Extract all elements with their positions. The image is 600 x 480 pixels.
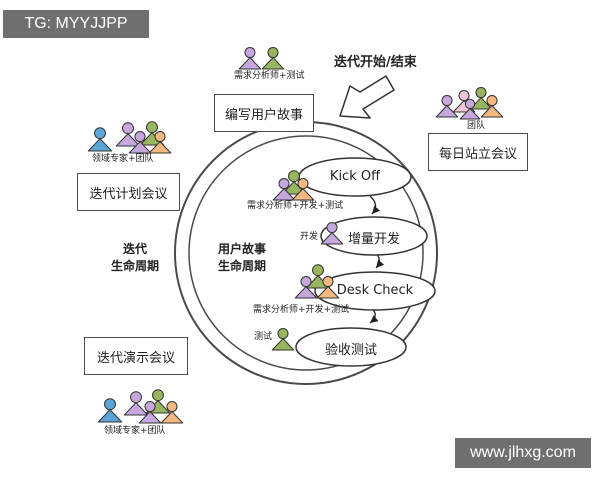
people-icons: [87, 47, 504, 424]
person-icon: [148, 131, 172, 154]
standup-people-label: 团队: [467, 121, 486, 131]
person-icon: [87, 127, 113, 152]
person-icon: [271, 328, 295, 351]
story-lifecycle-line2: 生命周期: [217, 259, 266, 274]
demo-people-label: 领域专家+团队: [104, 426, 166, 436]
person-icon: [291, 178, 315, 201]
step-deskcheck-label: Desk Check: [336, 283, 414, 298]
step-acceptance-ellipse: [295, 327, 407, 367]
person-icon: [459, 98, 481, 120]
person-icon: [469, 87, 493, 110]
person-icon: [160, 401, 184, 424]
step-kickoff-label: Kick Off: [329, 169, 381, 184]
person-icon: [261, 47, 285, 70]
inner-cycle-ring: [188, 135, 424, 371]
watermark-top-badge: TG: MYYJJPP: [3, 10, 149, 38]
dev-people-label: 开发: [300, 232, 319, 242]
person-icon: [272, 178, 296, 201]
story-lifecycle-title: 用户故事 生命周期: [210, 241, 274, 276]
person-icon: [128, 131, 152, 154]
person-icon: [123, 391, 149, 416]
iteration-lifecycle-line1: 迭代: [122, 242, 147, 256]
daily-standup-box: 每日站立会议: [428, 133, 528, 171]
iteration-lifecycle-title: 迭代 生命周期: [103, 241, 167, 276]
kickoff-people-label: 需求分析师+开发+测试: [247, 201, 344, 211]
iteration-demo-box: 迭代演示会议: [84, 337, 188, 375]
deskcheck-people-label: 需求分析师+开发+测试: [253, 305, 350, 315]
person-icon: [435, 95, 459, 118]
write-story-box: 编写用户故事: [214, 94, 314, 132]
planning-people-label: 领域专家+团队: [92, 154, 154, 164]
story-lifecycle-line1: 用户故事: [217, 242, 266, 256]
write-story-people-label: 需求分析师+测试: [234, 71, 305, 81]
person-icon: [115, 122, 141, 147]
step-acceptance-label: 验收测试: [324, 343, 377, 358]
iteration-lifecycle-line2: 生命周期: [110, 259, 159, 274]
watermark-bottom-badge: www.jlhxg.com: [455, 438, 591, 468]
person-icon: [316, 276, 340, 299]
test-people-label: 测试: [254, 332, 273, 342]
step-deskcheck-ellipse: [314, 271, 436, 311]
arrow-kickoff-to-dev: [369, 195, 381, 215]
iteration-planning-box: 迭代计划会议: [77, 173, 180, 211]
person-icon: [238, 47, 262, 70]
person-icon: [138, 401, 162, 424]
iteration-start-end-label: 迭代开始/结束: [334, 55, 417, 70]
person-icon: [320, 222, 344, 245]
person-icon: [97, 398, 123, 423]
step-dev-ellipse: [320, 216, 428, 256]
person-icon: [480, 95, 504, 118]
step-dev-label: 增量开发: [347, 232, 400, 247]
iteration-start-arrow: [339, 75, 395, 119]
person-icon: [294, 276, 318, 299]
